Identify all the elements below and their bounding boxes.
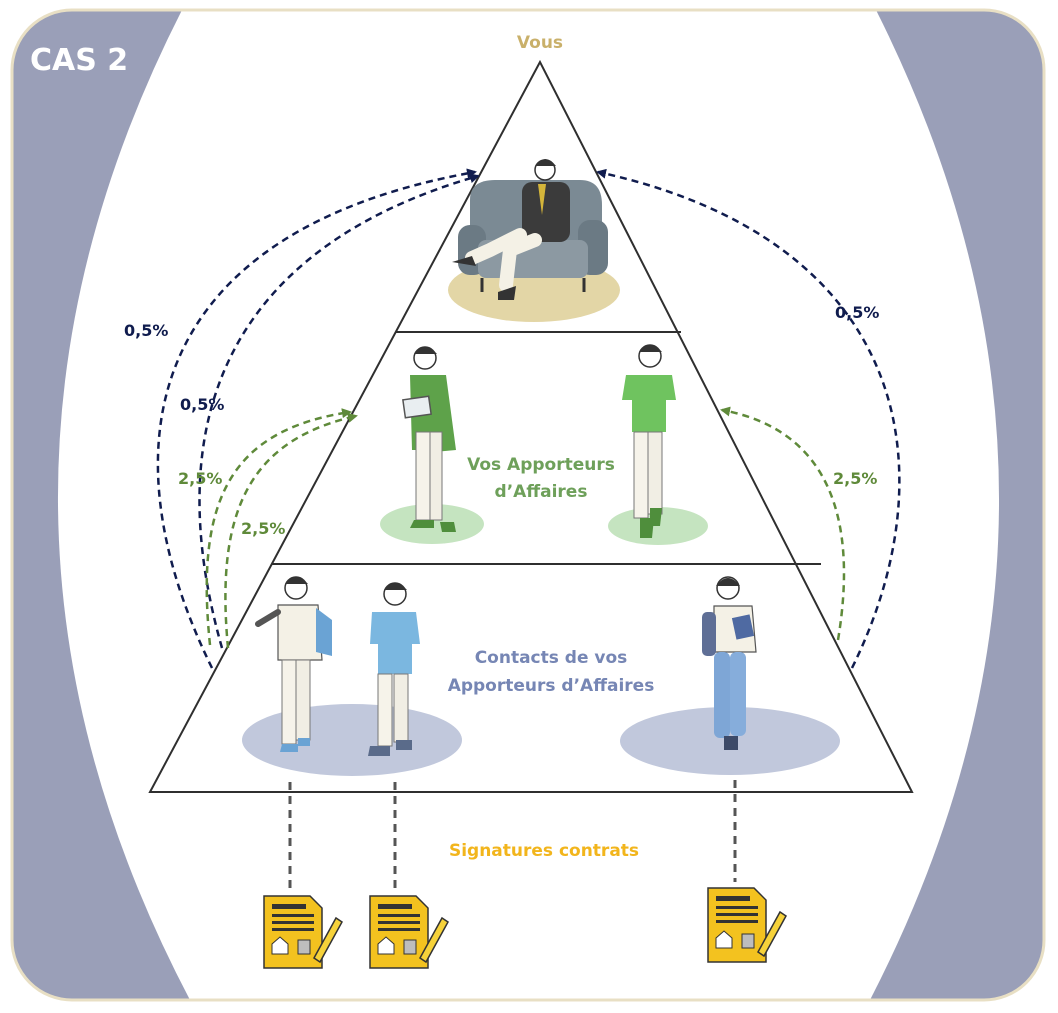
person-in-armchair-icon <box>448 159 620 322</box>
level-middle-label-line2: d’Affaires <box>495 482 588 502</box>
level-bottom-label-line2: Apporteurs d’Affaires <box>448 676 655 696</box>
arrow-left-green-inner <box>224 412 358 649</box>
level-middle-label-line1: Vos Apporteurs <box>467 455 615 475</box>
arrow-right-to-vous <box>596 168 901 669</box>
level-top-label: Vous <box>517 33 563 53</box>
commission-left-inner: 0,5% <box>180 395 224 414</box>
left-commission-arrows <box>156 168 480 669</box>
arrow-left-outer-to-vous <box>156 168 477 669</box>
person-blue-polo-icon <box>368 582 420 756</box>
level-bottom-label-line1: Contacts de vos <box>475 648 628 668</box>
commission-left-green-outer: 2,5% <box>178 469 222 488</box>
contract-connectors <box>288 780 737 892</box>
person-green-tshirt-icon <box>608 344 708 545</box>
commission-right-green: 2,5% <box>833 469 877 488</box>
case-label: CAS 2 <box>30 43 128 78</box>
commission-right-blue: 0,5% <box>835 303 879 322</box>
person-with-books-icon <box>620 576 840 775</box>
contract-document-icon-2 <box>369 895 449 969</box>
business-person-with-tablet-icon <box>380 346 484 544</box>
commission-left-green-inner: 2,5% <box>241 519 285 538</box>
arrow-left-inner-to-vous <box>198 173 480 649</box>
contract-document-icon-3 <box>707 887 787 963</box>
frame-border <box>10 8 1046 1002</box>
commission-left-outer: 0,5% <box>124 321 168 340</box>
arrow-left-green-outer <box>205 408 352 646</box>
right-commission-arrows <box>596 168 901 669</box>
contract-document-icon-1 <box>263 895 343 969</box>
signatures-label: Signatures contrats <box>449 841 639 861</box>
